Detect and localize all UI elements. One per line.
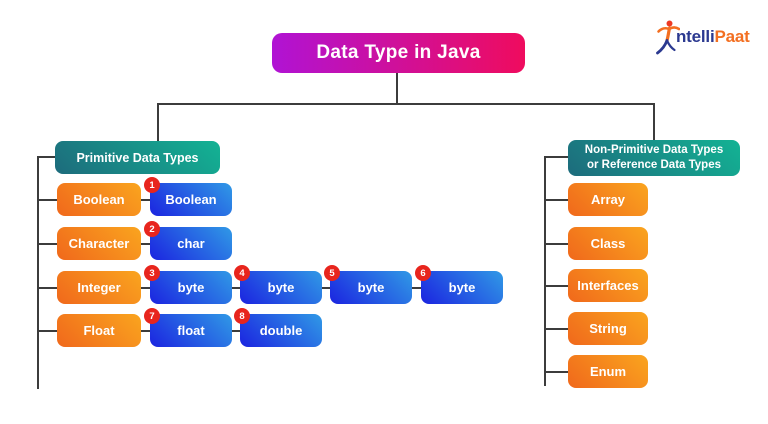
connector-line (37, 199, 57, 201)
logo-text-suffix: Paat (714, 27, 750, 46)
connector-line (157, 103, 655, 105)
node-float-type: 7 float (144, 308, 232, 347)
node-class: Class (568, 227, 648, 260)
node-string: String (568, 312, 648, 345)
non-primitive-header-line1: Non-Primitive Data Types (584, 144, 724, 157)
node-boolean-parent: Boolean (57, 183, 141, 216)
badge-6: 6 (415, 265, 431, 281)
connector-line (37, 287, 57, 289)
node-label: byte (357, 280, 385, 295)
badge-1: 1 (144, 177, 160, 193)
node-label: char (177, 236, 205, 251)
node-label: double (259, 323, 303, 338)
connector-line (544, 243, 568, 245)
node-byte-type-4: 6 byte (415, 265, 503, 304)
node-integer-parent: Integer (57, 271, 141, 304)
node-interfaces: Interfaces (568, 269, 648, 302)
primitive-header: Primitive Data Types (55, 141, 220, 174)
non-primitive-header: Non-Primitive Data Types or Reference Da… (568, 140, 740, 176)
intellipaat-logo: ntelliPaat (656, 18, 760, 55)
connector-line (37, 243, 57, 245)
connector-line (544, 199, 568, 201)
node-char-type: 2 char (144, 221, 232, 260)
node-byte-type-1: 3 byte (144, 265, 232, 304)
connector-line (544, 157, 546, 386)
connector-line (157, 103, 159, 141)
connector-line (544, 156, 568, 158)
node-byte-type-3: 5 byte (324, 265, 412, 304)
badge-5: 5 (324, 265, 340, 281)
node-float-parent: Float (57, 314, 141, 347)
node-label: byte (177, 280, 205, 295)
badge-2: 2 (144, 221, 160, 237)
logo-text-prefix: ntelli (676, 27, 715, 46)
non-primitive-header-line2: or Reference Data Types (586, 159, 721, 171)
node-label: byte (267, 280, 295, 295)
connector-line (37, 330, 57, 332)
connector-line (544, 371, 568, 373)
connector-line (412, 287, 421, 289)
connector-line (37, 156, 57, 158)
node-byte-type-2: 4 byte (234, 265, 322, 304)
node-enum: Enum (568, 355, 648, 388)
connector-line (141, 199, 150, 201)
connector-line (37, 157, 39, 389)
connector-line (141, 330, 150, 332)
node-label: byte (448, 280, 476, 295)
connector-line (544, 285, 568, 287)
node-label: Boolean (165, 192, 217, 207)
badge-3: 3 (144, 265, 160, 281)
connector-line (232, 287, 240, 289)
badge-8: 8 (234, 308, 250, 324)
connector-line (544, 328, 568, 330)
title-box: Data Type in Java (272, 33, 525, 73)
connector-line (396, 72, 398, 104)
connector-line (232, 330, 240, 332)
connector-line (141, 287, 150, 289)
node-array: Array (568, 183, 648, 216)
badge-4: 4 (234, 265, 250, 281)
logo-text: ntelliPaat (676, 27, 750, 47)
node-character-parent: Character (57, 227, 141, 260)
connector-line (322, 287, 330, 289)
logo-figure-icon (656, 20, 680, 55)
connector-line (141, 243, 150, 245)
node-double-type: 8 double (234, 308, 322, 347)
node-label: float (177, 323, 205, 338)
node-boolean-type: 1 Boolean (144, 177, 232, 216)
badge-7: 7 (144, 308, 160, 324)
connector-line (653, 103, 655, 140)
